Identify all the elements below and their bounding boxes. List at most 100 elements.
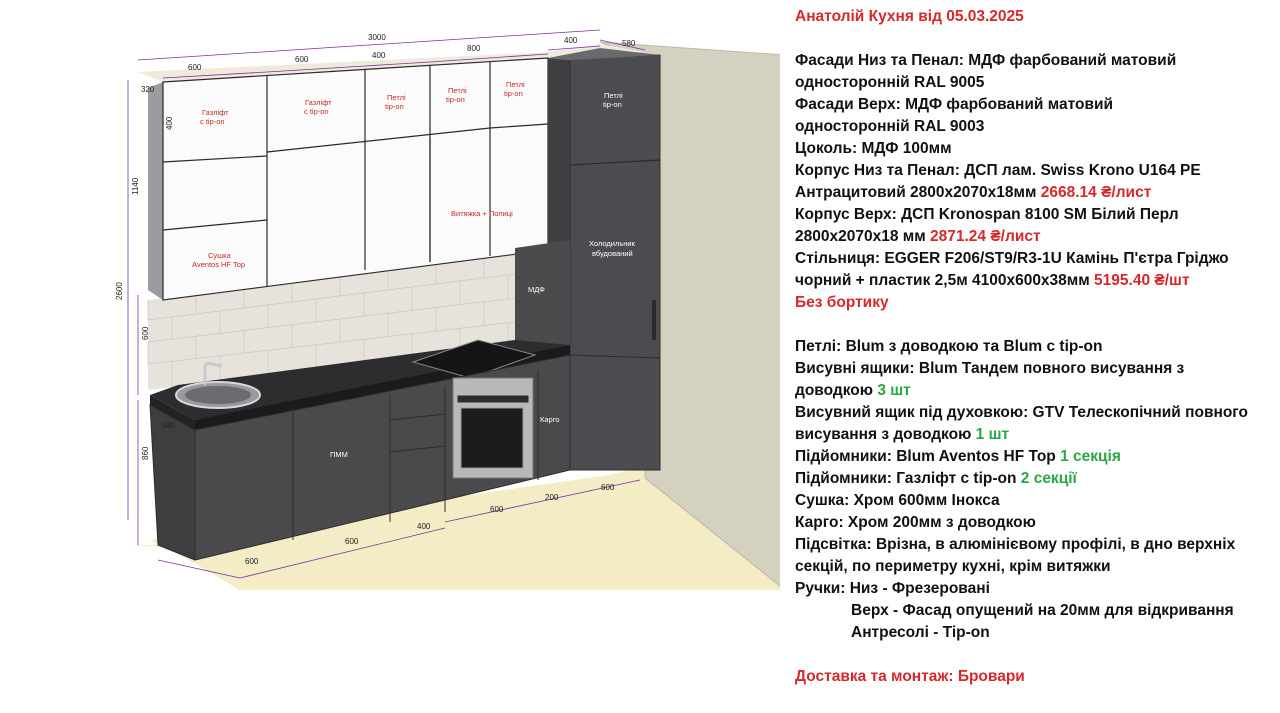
dim-top-580: 580	[622, 39, 636, 48]
spec-gap	[795, 314, 1275, 336]
spec-line-part: чорний + пластик 2,5м 4100х600х38мм	[795, 272, 1095, 289]
spec-line-part: Корпус Верх: ДСП Kronospan 8100 SM Білий…	[795, 206, 1179, 223]
spec-line-part: Фасади Низ та Пенал: МДФ фарбований мато…	[795, 52, 1177, 69]
dim-bot-600d: 600	[601, 483, 615, 492]
spec-line: секцій, по периметру кухні, крім витяжки	[795, 556, 1275, 578]
label-hinge3-b: tip-on	[504, 89, 523, 98]
spec-line-part: 2668.14 ₴/лист	[1040, 184, 1152, 201]
spec-line: односторонній RAL 9003	[795, 116, 1275, 138]
spec-line: Висувні ящики: Blum Тандем повного висув…	[795, 358, 1275, 380]
spec-line-part: Карго: Хром 200мм з доводкою	[795, 514, 1036, 531]
dim-bot-600a: 600	[245, 557, 259, 566]
dim-left-600: 600	[141, 326, 150, 340]
dim-left-580: 580	[162, 421, 176, 430]
mdf-panel	[515, 240, 570, 355]
spec-line: Ручки: Низ - Фрезеровані	[795, 578, 1275, 600]
spec-line: Сушка: Хром 600мм Інокса	[795, 490, 1275, 512]
spec-line: Петлі: Blum з доводкою та Blum с tip-on	[795, 336, 1275, 358]
spec-line-part: Цоколь: МДФ 100мм	[795, 140, 952, 157]
tile-grid	[147, 273, 516, 365]
spec-line: Без бортику	[795, 292, 1275, 314]
spec-line-part: Підйомники: Blum Aventos HF Top	[795, 448, 1061, 465]
spec-line-part: односторонній RAL 9005	[795, 74, 985, 91]
label-fridge-a: Холодильник	[589, 239, 636, 248]
specification-panel: Анатолій Кухня від 05.03.2025 Фасади Низ…	[795, 6, 1275, 688]
spec-line-part: 1 шт	[975, 426, 1010, 443]
spec-line: Антрацитовий 2800х2070х18мм 2668.14 ₴/ли…	[795, 182, 1275, 204]
spec-line: Верх - Фасад опущений на 20мм для відкри…	[795, 600, 1275, 622]
spec-line: 2800х2070х18 мм 2871.24 ₴/лист	[795, 226, 1275, 248]
dim-left-2600: 2600	[115, 282, 124, 300]
spec-line: Підсвітка: Врізна, в алюмінієвому профіл…	[795, 534, 1275, 556]
spec-line: Цоколь: МДФ 100мм	[795, 138, 1275, 160]
spec-line: Антресолі - Tip-on	[795, 622, 1275, 644]
label-hinge2-a: Петлі	[448, 86, 467, 95]
spec-line-part: Висувний ящик під духовкою: GTV Телескоп…	[795, 404, 1249, 421]
dim-top-800: 800	[467, 44, 481, 53]
dim-left-1140: 1140	[131, 177, 140, 195]
base-cabinets	[149, 354, 661, 561]
label-hinge3-a: Петлі	[506, 80, 525, 89]
spec-title: Анатолій Кухня від 05.03.2025	[795, 8, 1024, 25]
spec-lines: Фасади Низ та Пенал: МДФ фарбований мато…	[795, 50, 1275, 644]
spec-line-part: Сушка: Хром 600мм Інокса	[795, 492, 1000, 509]
dim-top-400a: 400	[372, 51, 386, 60]
dim-bot-600b: 600	[345, 537, 359, 546]
spec-line-part: Антресолі - Tip-on	[851, 624, 990, 641]
dim-left-860: 860	[141, 446, 150, 460]
spec-line-part: 2800х2070х18 мм	[795, 228, 930, 245]
spec-line: висування з доводкою 1 шт	[795, 424, 1275, 446]
spec-line-part: 1 секція	[1060, 448, 1121, 465]
dim-bot-200: 200	[545, 493, 559, 502]
spec-line-part: висування з доводкою	[795, 426, 976, 443]
label-fridge-b: вбудований	[592, 249, 633, 258]
spec-line: Підйомники: Газліфт с tip-on 2 секції	[795, 468, 1275, 490]
spec-line-part: Корпус Низ та Пенал: ДСП лам. Swiss Kron…	[795, 162, 1201, 179]
spec-line-part: Без бортику	[795, 294, 889, 311]
label-hinge2-b: tip-on	[446, 95, 465, 104]
dimension-lines	[127, 29, 646, 579]
pantry-top	[548, 48, 660, 60]
label-mdf: МДФ	[528, 285, 545, 294]
label-gas2-a: Газліфт	[305, 98, 332, 107]
label-gas1-b: с tip-on	[200, 117, 225, 126]
dim-top-400b: 400	[564, 36, 578, 45]
dimension-texts: 3000 600 600 400 800 400 580 320 2600 11…	[115, 33, 636, 566]
label-hinge1-b: tip-on	[385, 102, 404, 111]
spec-line-part: 3 шт	[877, 382, 911, 399]
dim-left-400: 400	[165, 116, 174, 130]
spec-line-part: Стільниця: EGGER F206/ST9/R3-1U Камінь П…	[795, 250, 1229, 267]
dim-bot-600c: 600	[490, 505, 504, 514]
upper-side	[148, 82, 163, 300]
upper-cabinets	[162, 57, 549, 301]
dim-top-320: 320	[141, 85, 155, 94]
spec-line: Корпус Верх: ДСП Kronospan 8100 SM Білий…	[795, 204, 1275, 226]
label-dryer-b: Aventos HF Top	[192, 260, 245, 269]
spec-line: односторонній RAL 9005	[795, 72, 1275, 94]
spec-line-part: 2871.24 ₴/лист	[930, 228, 1041, 245]
spec-line: Фасади Низ та Пенал: МДФ фарбований мато…	[795, 50, 1275, 72]
spec-line: чорний + пластик 2,5м 4100х600х38мм 5195…	[795, 270, 1275, 292]
spec-line-part: Підсвітка: Врізна, в алюмінієвому профіл…	[795, 536, 1236, 553]
spec-line: Корпус Низ та Пенал: ДСП лам. Swiss Kron…	[795, 160, 1275, 182]
label-hood: Витяжка + Полиці	[451, 209, 513, 218]
label-dryer-a: Сушка	[208, 251, 232, 260]
spec-line-part: односторонній RAL 9003	[795, 118, 985, 135]
spec-line-part: секцій, по периметру кухні, крім витяжки	[795, 558, 1111, 575]
label-cargo: Карго	[540, 415, 559, 424]
spec-line: Підйомники: Blum Aventos HF Top 1 секція	[795, 446, 1275, 468]
spec-line-part: 2 секції	[1020, 470, 1077, 487]
spec-line: Карго: Хром 200мм з доводкою	[795, 512, 1275, 534]
dim-top-600b: 600	[295, 55, 309, 64]
spec-line: Висувний ящик під духовкою: GTV Телескоп…	[795, 402, 1275, 424]
spec-line: Стільниця: EGGER F206/ST9/R3-1U Камінь П…	[795, 248, 1275, 270]
spec-line-part: Верх - Фасад опущений на 20мм для відкри…	[851, 602, 1234, 619]
